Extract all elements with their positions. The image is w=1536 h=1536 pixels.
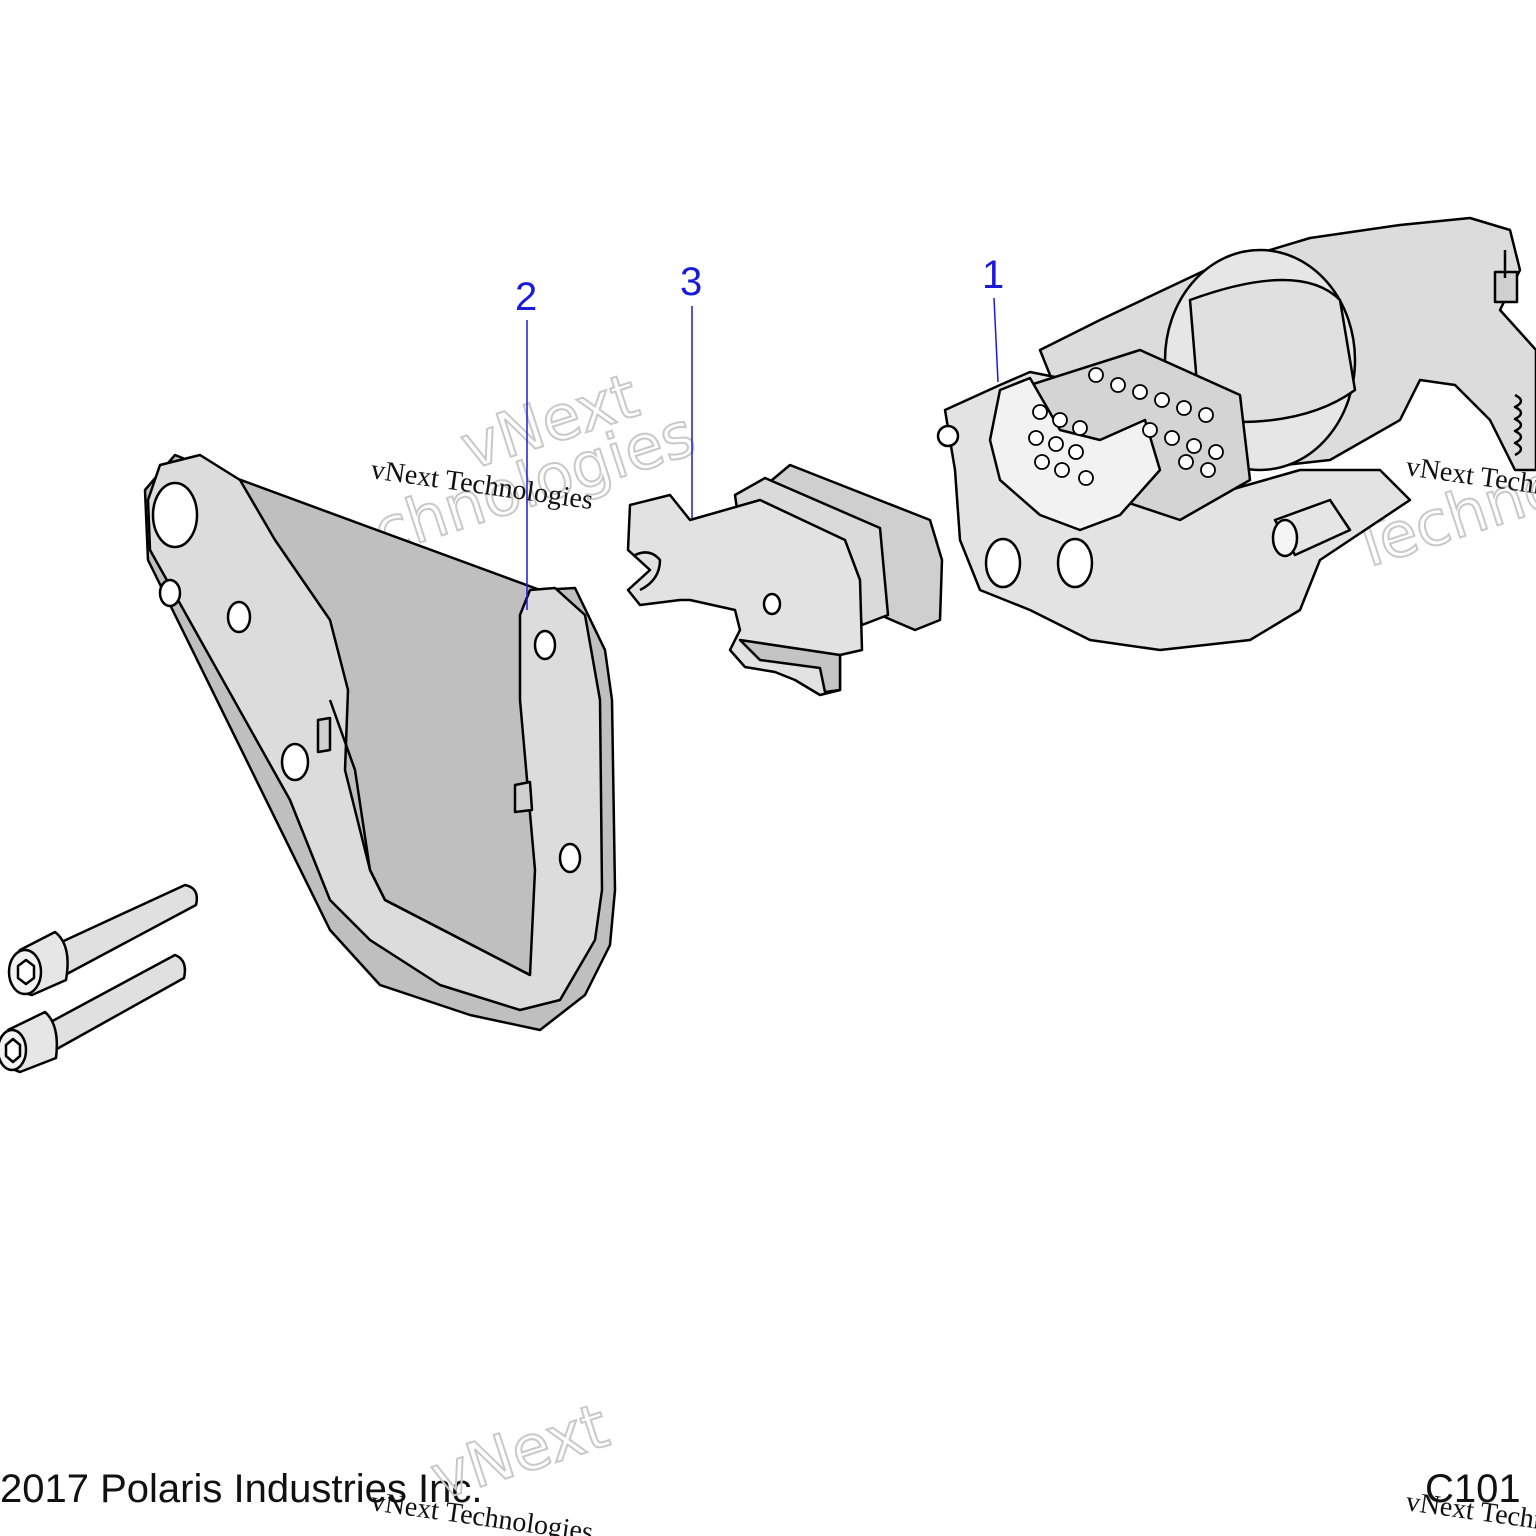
callout-label-3: 3 [680,260,702,304]
part-bolts [0,883,199,1074]
callout-2: 2 [515,275,537,610]
part-brake-pads [626,463,944,697]
callout-label-2: 2 [515,275,537,319]
part-brake-caliper [936,216,1536,652]
watermark-vnext-footer: vNext [422,1389,617,1514]
callout-label-1: 1 [982,253,1004,297]
part-mounting-bracket [143,453,617,1032]
watermark-group-footer: vNext vNext Technologies vNext Technolog… [369,1388,1536,1536]
callout-3: 3 [680,260,702,518]
callout-1: 1 [982,253,1004,383]
bolt-lower [0,953,187,1074]
copyright-text: 2017 Polaris Industries Inc. [0,1467,482,1511]
callout-leader-1 [993,297,999,383]
figure-code: C101 [1425,1467,1521,1511]
bolt-upper [7,883,199,997]
